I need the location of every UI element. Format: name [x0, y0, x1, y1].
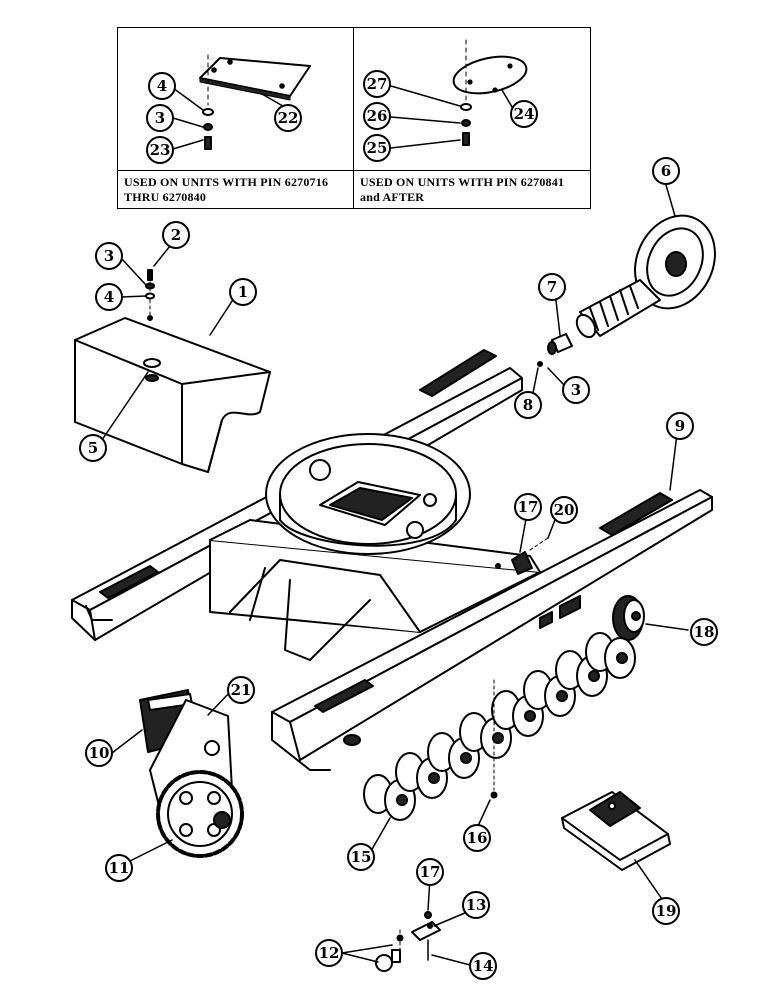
inset-left-caption-line1: USED ON UNITS WITH PIN 6270716: [124, 175, 329, 189]
callout-21: 21: [227, 676, 255, 704]
small-hardware-cluster: [375, 911, 441, 972]
callout-6: 6: [652, 157, 680, 185]
callout-21-label: 21: [231, 681, 252, 699]
callout-1: 1: [229, 278, 257, 306]
callout-18: 18: [690, 618, 718, 646]
callout-8-label: 8: [523, 396, 533, 414]
callout-4b-label: 4: [104, 288, 114, 306]
callout-16: 16: [463, 824, 491, 852]
carbody-center: [209, 433, 541, 661]
callout-3b: 3: [95, 242, 123, 270]
callout-27-label: 27: [367, 75, 388, 93]
inset-right-panel: [353, 27, 591, 209]
callout-23-label: 23: [150, 141, 171, 159]
callout-3c-label: 3: [571, 381, 581, 399]
callout-19-label: 19: [656, 902, 677, 920]
callout-2-label: 2: [171, 226, 181, 244]
callout-11-label: 11: [109, 859, 130, 877]
bolt-assembly-17-20: [495, 537, 549, 575]
callout-27: 27: [363, 70, 391, 98]
part-adjuster-cylinder: [537, 333, 573, 367]
callout-17b-label: 17: [420, 863, 441, 881]
callout-12: 12: [315, 939, 343, 967]
callout-4b: 4: [95, 283, 123, 311]
callout-9-label: 9: [675, 417, 685, 435]
inset-right-caption-line1: USED ON UNITS WITH PIN 6270841: [360, 175, 565, 189]
callout-12-label: 12: [319, 944, 340, 962]
callout-5: 5: [79, 434, 107, 462]
part-carrier-roller: [612, 595, 645, 641]
callout-4: 4: [148, 72, 176, 100]
callout-25-label: 25: [367, 139, 388, 157]
callout-4-label: 4: [157, 77, 167, 95]
callout-22: 22: [274, 104, 302, 132]
inset-right-caption-line2: and AFTER: [360, 190, 425, 204]
inset-left-caption: USED ON UNITS WITH PIN 6270716 THRU 6270…: [124, 175, 328, 205]
hardware-stack-right: [460, 103, 472, 146]
callout-2: 2: [162, 221, 190, 249]
inset-left-caption-line2: THRU 6270840: [124, 190, 207, 204]
callout-24: 24: [510, 100, 538, 128]
callout-18-label: 18: [694, 623, 715, 641]
part-track-shoe: [561, 791, 671, 871]
callouts: 22 4 3 23 27 26 25 24 6 2 3 4 1 5 7 3 8 …: [79, 70, 718, 980]
callout-3-label: 3: [155, 109, 165, 127]
callout-24-label: 24: [514, 105, 535, 123]
callout-13-label: 13: [466, 896, 487, 914]
callout-8: 8: [514, 391, 542, 419]
cover-plate-oval: [452, 39, 528, 101]
callout-10: 10: [85, 739, 113, 767]
hardware-stack-left: [202, 108, 214, 150]
part-sprocket: [156, 770, 244, 858]
callout-10-label: 10: [89, 744, 110, 762]
callout-26-label: 26: [367, 107, 388, 125]
part-idler: [575, 214, 716, 339]
callout-17-label: 17: [518, 498, 539, 516]
callout-1-label: 1: [238, 283, 248, 301]
callout-17: 17: [514, 493, 542, 521]
callout-7-label: 7: [547, 278, 557, 296]
inset-right-caption: USED ON UNITS WITH PIN 6270841 and AFTER: [360, 175, 564, 205]
cover-plate-rectangular: [199, 54, 311, 106]
callout-17b: 17: [416, 858, 444, 886]
callout-5-label: 5: [88, 439, 98, 457]
callout-20: 20: [550, 496, 578, 524]
callout-16-label: 16: [467, 829, 488, 847]
callout-3b-label: 3: [104, 247, 114, 265]
part-cover: [74, 269, 271, 473]
callout-20-label: 20: [554, 501, 575, 519]
callout-23: 23: [146, 136, 174, 164]
callout-3: 3: [146, 104, 174, 132]
callout-6-label: 6: [661, 162, 671, 180]
track-rollers-row: [363, 632, 636, 821]
callout-15-label: 15: [351, 848, 372, 866]
track-frame-right-rail: [271, 489, 713, 771]
callout-14: 14: [469, 952, 497, 980]
callout-19: 19: [652, 897, 680, 925]
callout-14-label: 14: [473, 957, 494, 975]
callout-9: 9: [666, 412, 694, 440]
callout-7: 7: [538, 273, 566, 301]
callout-26: 26: [363, 102, 391, 130]
callout-22-label: 22: [278, 109, 299, 127]
callout-15: 15: [347, 843, 375, 871]
inset-caption-divider: [117, 170, 590, 171]
callout-3c: 3: [562, 376, 590, 404]
callout-13: 13: [462, 891, 490, 919]
callout-25: 25: [363, 134, 391, 162]
callout-11: 11: [105, 854, 133, 882]
